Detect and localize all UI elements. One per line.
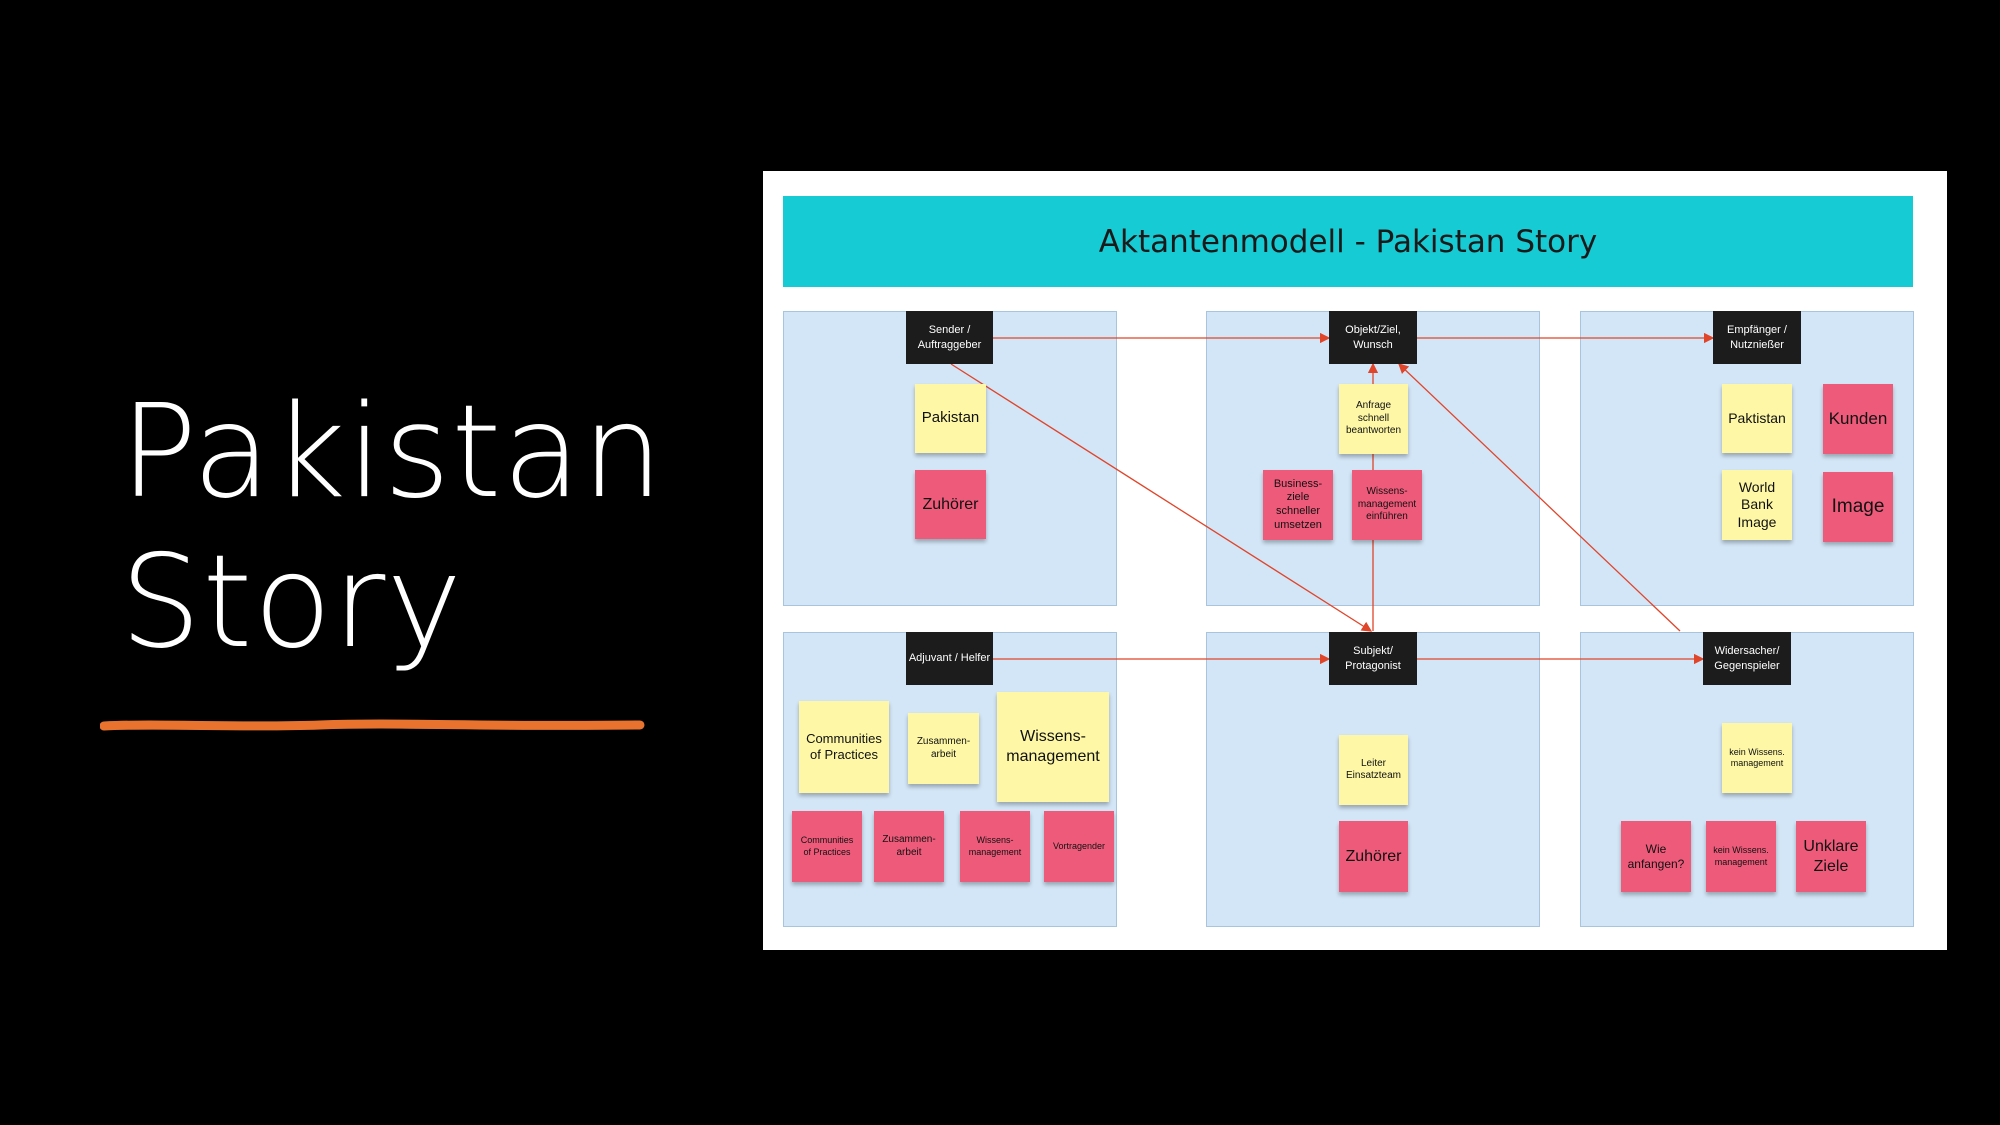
slide-title-line-2: Story [120,528,464,677]
board-header: Aktantenmodell - Pakistan Story [783,196,1913,287]
role-widersacher: Widersacher/ Gegenspieler [1703,632,1791,685]
role-adjuvant: Adjuvant / Helfer [906,632,993,685]
note-wid-kein-wissensmanagement-pink: kein Wissens. management [1706,821,1776,892]
note-subj-leiter: Leiter Einsatzteam [1339,735,1408,805]
aktantenmodell-board: Aktantenmodell - Pakistan Story Sender /… [763,171,1947,950]
note-objekt-anfrage: Anfrage schnell beantworten [1339,384,1408,454]
slide-title-line-1: Pakistan [120,378,664,527]
note-subj-zuhoerer: Zuhörer [1339,821,1408,892]
note-adj-communities: Communities of Practices [799,701,889,793]
slide-title: Pakistan Story [120,378,664,678]
role-empfaenger: Empfänger / Nutznießer [1713,311,1801,364]
note-objekt-businessziele: Business-ziele schneller umsetzen [1263,470,1333,540]
note-wid-unklare-ziele: Unklare Ziele [1796,821,1866,892]
role-sender: Sender / Auftraggeber [906,311,993,364]
title-underline [100,719,645,731]
note-empf-image: Image [1823,472,1893,542]
role-objekt: Objekt/Ziel, Wunsch [1329,311,1417,364]
note-wid-wie-anfangen: Wie anfangen? [1621,821,1691,892]
note-adj-communities-pink: Communities of Practices [792,811,862,882]
note-adj-zusammenarbeit-pink: Zusammen-arbeit [874,811,944,882]
note-objekt-wissensmanagement: Wissens-management einführen [1352,470,1422,540]
note-adj-wissensmanagement-pink: Wissens-management [960,811,1030,882]
note-sender-pakistan: Pakistan [915,384,986,453]
note-sender-zuhoerer: Zuhörer [915,470,986,539]
note-adj-vortragender: Vortragender [1044,811,1114,882]
note-adj-wissensmanagement: Wissens-management [997,692,1109,802]
note-empf-worldbank: World Bank Image [1722,470,1792,540]
note-empf-paktistan: Paktistan [1722,384,1792,453]
role-subjekt: Subjekt/ Protagonist [1329,632,1417,685]
note-adj-zusammenarbeit: Zusammen-arbeit [908,713,979,784]
note-empf-kunden: Kunden [1823,384,1893,454]
note-wid-kein-wissensmanagement: kein Wissens. management [1722,723,1792,793]
